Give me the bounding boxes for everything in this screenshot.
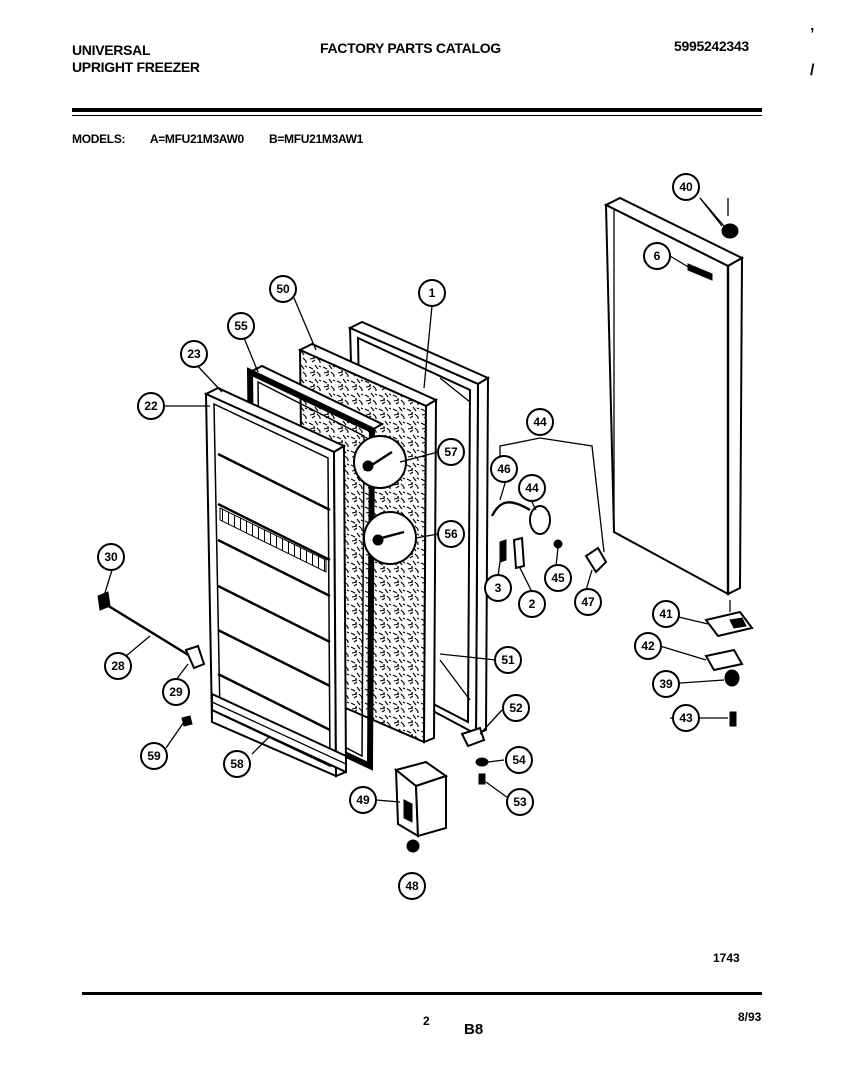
svg-text:44: 44 [525,481,539,495]
inner-door-liner [203,386,348,778]
model-b: B=MFU21M3AW1 [268,132,364,146]
svg-text:49: 49 [356,793,370,807]
svg-text:42: 42 [641,639,655,653]
catalog-number: 5995242343 [674,38,749,54]
header-rule-thin [72,115,762,116]
svg-text:22: 22 [144,399,158,413]
svg-text:29: 29 [169,685,183,699]
svg-text:39: 39 [659,677,673,691]
brand-block: UNIVERSAL UPRIGHT FREEZER [72,42,200,76]
door-bottom-trim [211,692,347,774]
door-stop-rod [97,591,206,727]
svg-text:52: 52 [509,701,523,715]
svg-text:6: 6 [654,249,661,263]
catalog-title: FACTORY PARTS CATALOG [320,40,501,56]
outer-door-panel [603,196,745,596]
revision-date: 8/93 [738,1010,762,1024]
svg-text:47: 47 [581,595,595,609]
callout-42: 42 [634,632,662,660]
svg-text:50: 50 [276,282,290,296]
svg-text:54: 54 [512,753,526,767]
svg-text:53: 53 [513,795,527,809]
section-code: B8 [464,1021,484,1038]
handle-clips [499,536,526,570]
svg-text:28: 28 [111,659,125,673]
callout-28: 28 [104,652,132,680]
callout-3: 3 [484,574,512,602]
callout-40: 40 [672,173,700,201]
bottom-hinge-parts [704,600,754,727]
svg-text:59: 59 [147,749,161,763]
svg-text:40: 40 [679,180,693,194]
callout-44-top: 44 [526,408,554,436]
svg-text:48: 48 [405,879,419,893]
callout-23: 23 [180,340,208,368]
callout-50: 50 [269,275,297,303]
callout-6: 6 [643,242,671,270]
callout-58: 58 [223,750,251,778]
margin-mark-1: ’ [810,26,815,43]
model-a: A=MFU21M3AW0 [149,132,244,146]
svg-text:41: 41 [659,607,673,621]
detail-magnifier-bottom [363,511,417,565]
callout-45: 45 [544,564,572,592]
callout-30: 30 [97,543,125,571]
callout-52: 52 [502,694,530,722]
screw-48 [406,839,420,853]
svg-text:1: 1 [429,286,436,300]
svg-text:51: 51 [501,653,515,667]
models-label: MODELS: [72,132,126,146]
callout-44-mid: 44 [518,474,546,502]
callout-2: 2 [518,590,546,618]
svg-text:43: 43 [679,711,693,725]
svg-text:45: 45 [551,571,565,585]
svg-text:44: 44 [533,415,547,429]
svg-text:56: 56 [444,527,458,541]
svg-text:58: 58 [230,757,244,771]
callout-39: 39 [652,670,680,698]
callout-55: 55 [227,312,255,340]
svg-text:2: 2 [529,597,536,611]
callout-51: 51 [494,646,522,674]
callout-47: 47 [574,588,602,616]
callout-59: 59 [140,742,168,770]
product-type: UPRIGHT FREEZER [72,59,200,75]
callout-49: 49 [349,786,377,814]
callout-56: 56 [437,520,465,548]
callout-53: 53 [506,788,534,816]
callout-43: 43 [672,704,700,732]
callout-54: 54 [505,746,533,774]
callout-41: 41 [652,600,680,628]
svg-text:30: 30 [104,550,118,564]
svg-text:57: 57 [444,445,458,459]
callout-46: 46 [490,455,518,483]
figure-number: 1743 [713,951,740,965]
top-hinge-pin [699,197,739,239]
footer-rule [82,992,762,995]
detail-magnifier-top [353,435,407,489]
callout-57: 57 [437,438,465,466]
brand-name: UNIVERSAL [72,42,151,58]
callout-22: 22 [137,392,165,420]
cover-plate [393,760,449,838]
page-number: 2 [423,1014,430,1028]
svg-text:23: 23 [187,347,201,361]
margin-mark-2: / [810,62,815,79]
header-rule-thick [72,108,762,112]
callout-1: 1 [418,279,446,307]
callout-48: 48 [398,872,426,900]
svg-text:3: 3 [495,581,502,595]
svg-text:55: 55 [234,319,248,333]
svg-text:46: 46 [497,462,511,476]
lower-bracket-parts [460,726,489,785]
models-line: MODELS: A=MFU21M3AW0 B=MFU21M3AW1 [72,132,385,146]
callout-29: 29 [162,678,190,706]
